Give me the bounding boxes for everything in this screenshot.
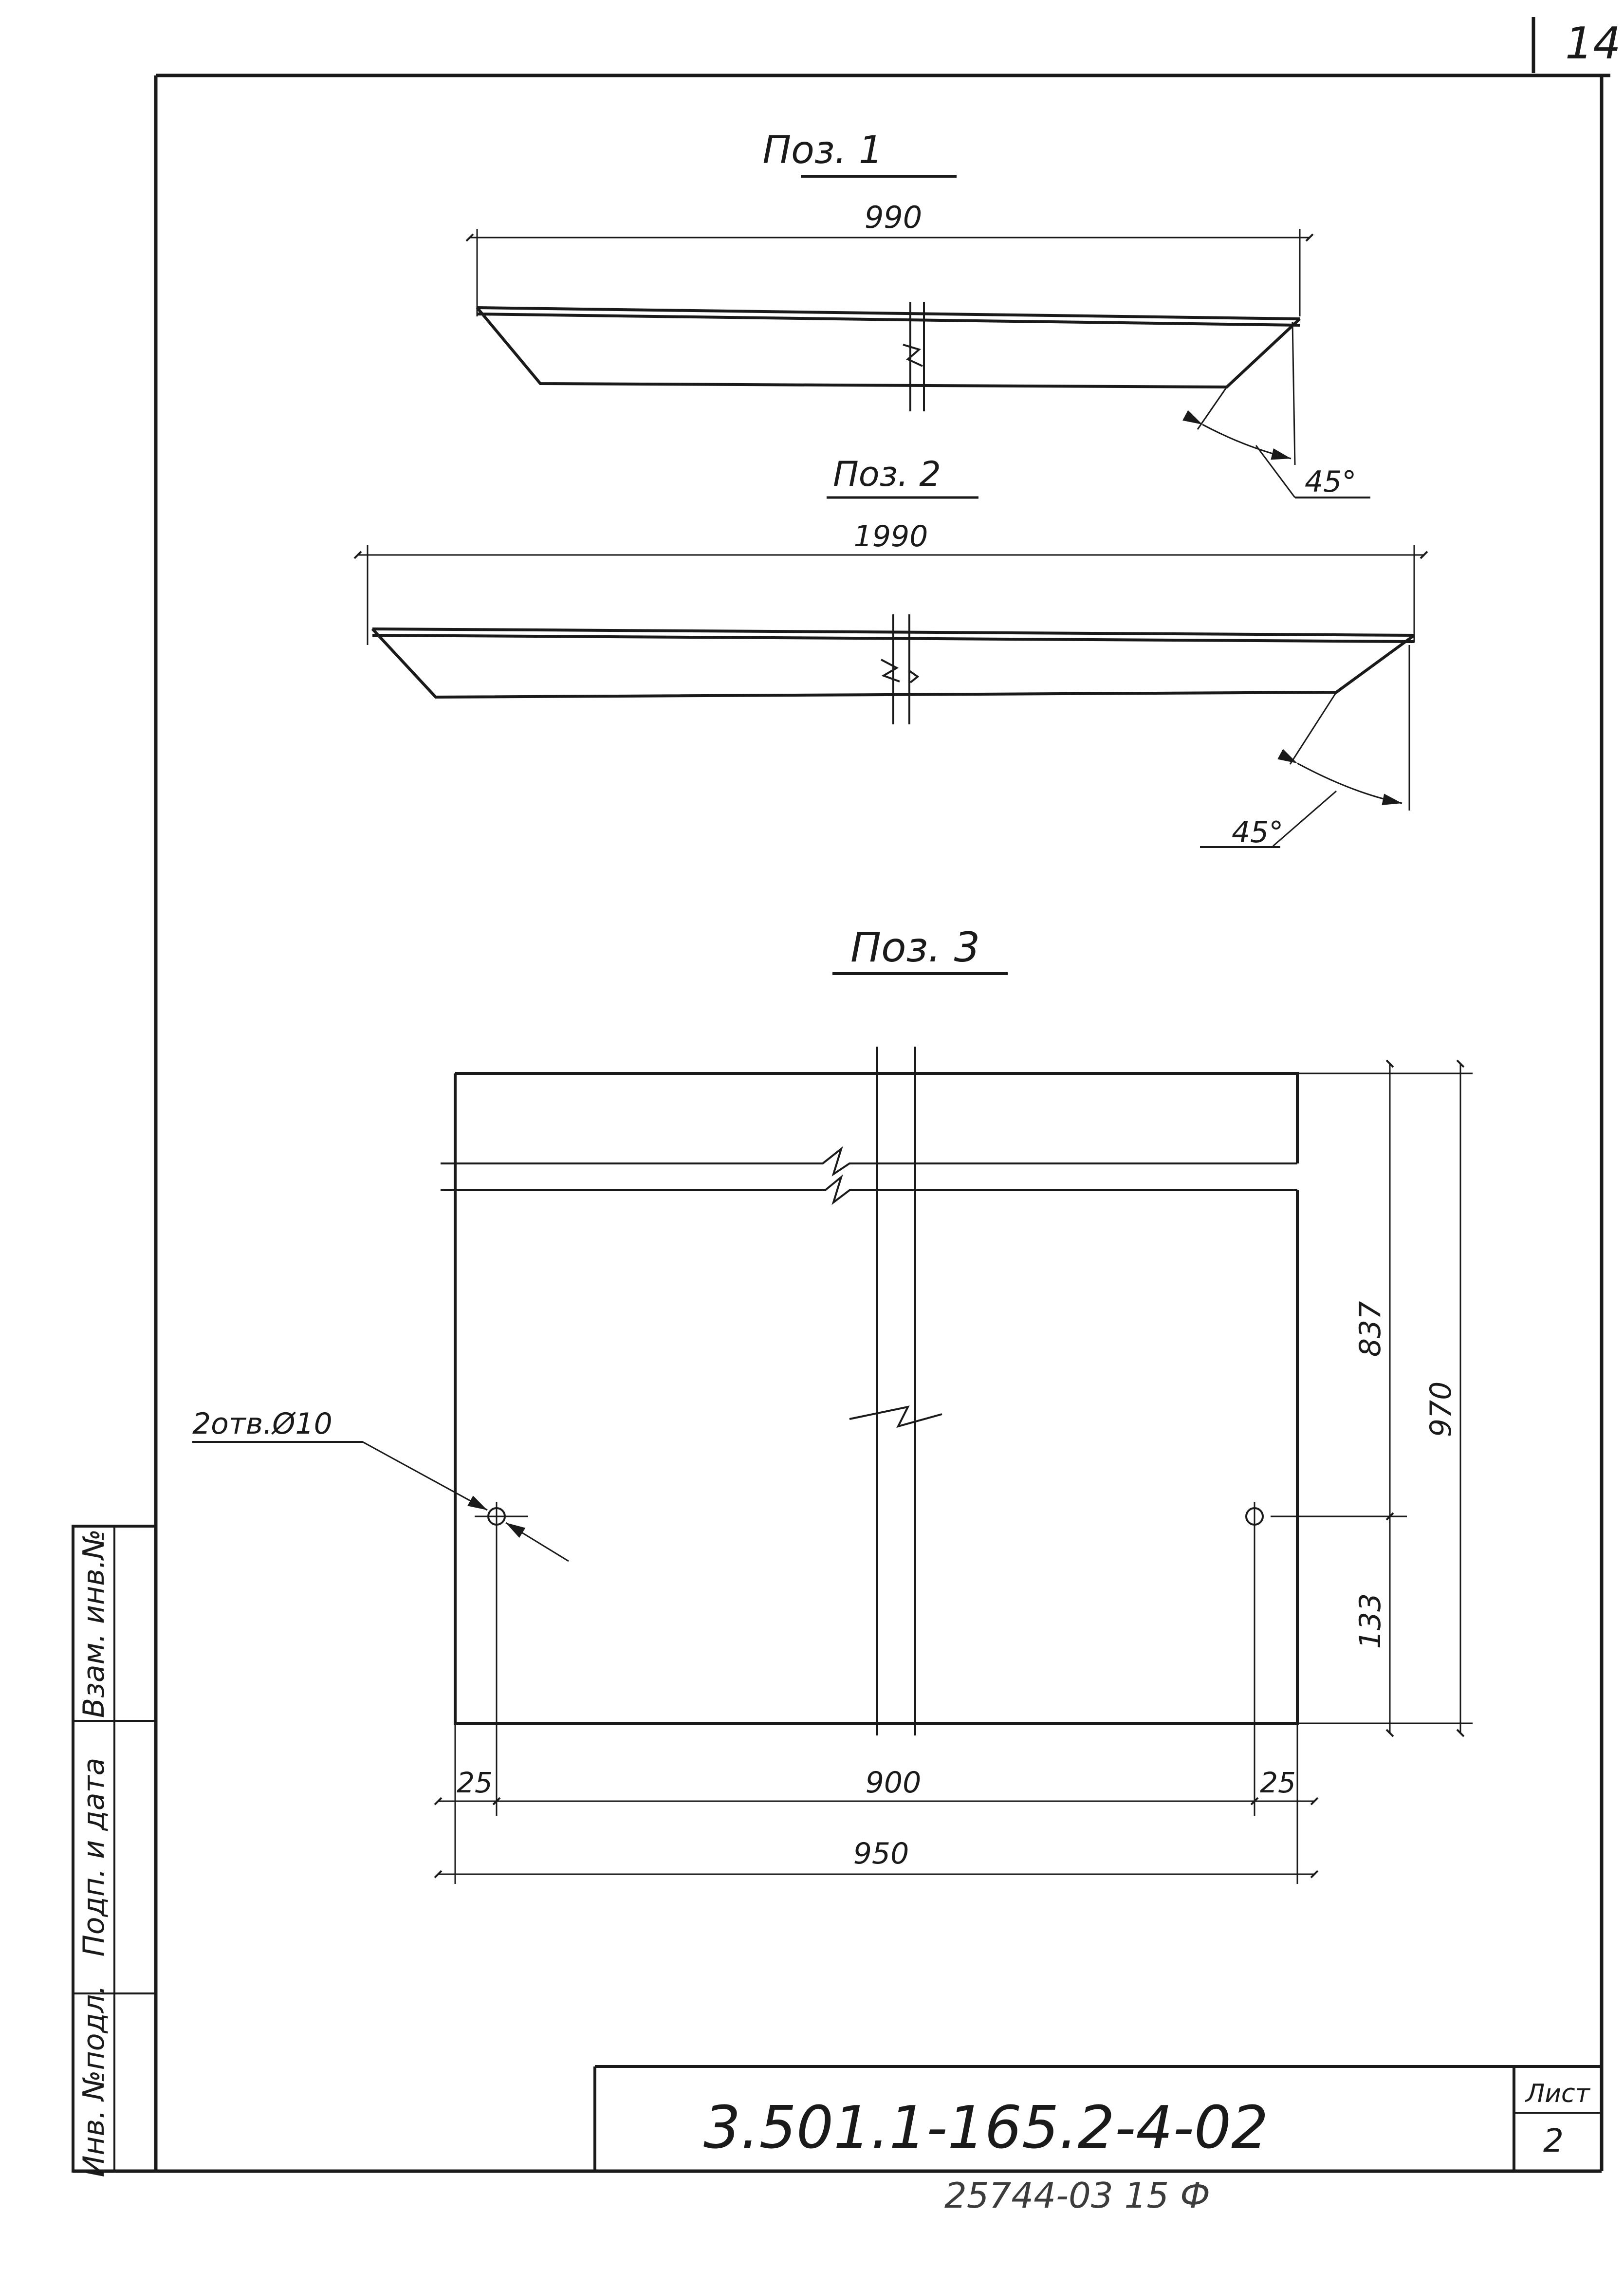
pos3-dim-left-edge: 25 (457, 1766, 493, 1799)
stamp-inventory-original: Инв. №подл. (77, 1985, 111, 2177)
pos1-angle: 45° (1305, 465, 1356, 499)
title-block: 3.501.1-165.2-4-02 Лист 2 (593, 2065, 1602, 2171)
page-number-box: 14 (1532, 17, 1621, 73)
pos3-break-vertical (849, 1405, 942, 1428)
pos3-dim-lower: 133 (1353, 1593, 1387, 1649)
pos1-length-dim: 990 (865, 200, 922, 235)
pos2-length-dim: 1990 (854, 519, 928, 553)
pos3-title: Поз. 3 (850, 923, 980, 971)
pos2-angle: 45° (1232, 815, 1283, 849)
sheet-number: 2 (1543, 2122, 1564, 2159)
pos1-title: Поз. 1 (762, 129, 883, 172)
pos3-hole-callout: 2отв.Ø10 (192, 1407, 332, 1441)
sheet-frame (73, 74, 1610, 2173)
footer-text: 25744-03 15 Ф (944, 2175, 1210, 2216)
pos3-dim-total-width: 950 (853, 1837, 909, 1871)
sheet-label: Лист (1525, 2079, 1590, 2108)
stamp-replacement-inventory: Взам. инв.№ (77, 1529, 111, 1718)
pos3-break-horizontal (441, 1146, 1297, 1205)
stamp-signature-date: Подп. и дата (77, 1758, 111, 1957)
side-stamp: Инв. №подл. Подп. и дата Взам. инв.№ (72, 1525, 157, 2177)
pos3-dim-upper: 837 (1353, 1301, 1387, 1357)
page-number: 14 (1565, 18, 1621, 69)
pos2-title: Поз. 2 (833, 454, 941, 494)
pos3-dim-total-height: 970 (1424, 1382, 1458, 1438)
pos1-view: Поз. 1 990 45° (465, 129, 1370, 499)
pos3-dim-right-edge: 25 (1260, 1766, 1296, 1799)
pos2-view: Поз. 2 1990 45° (353, 454, 1428, 849)
pos3-dim-between-holes: 900 (866, 1766, 922, 1800)
pos1-profile (476, 306, 1301, 389)
pos3-view: Поз. 3 2отв.Ø10 837 970 133 25 900 25 (192, 923, 1473, 1884)
document-designation: 3.501.1-165.2-4-02 (703, 2094, 1269, 2162)
